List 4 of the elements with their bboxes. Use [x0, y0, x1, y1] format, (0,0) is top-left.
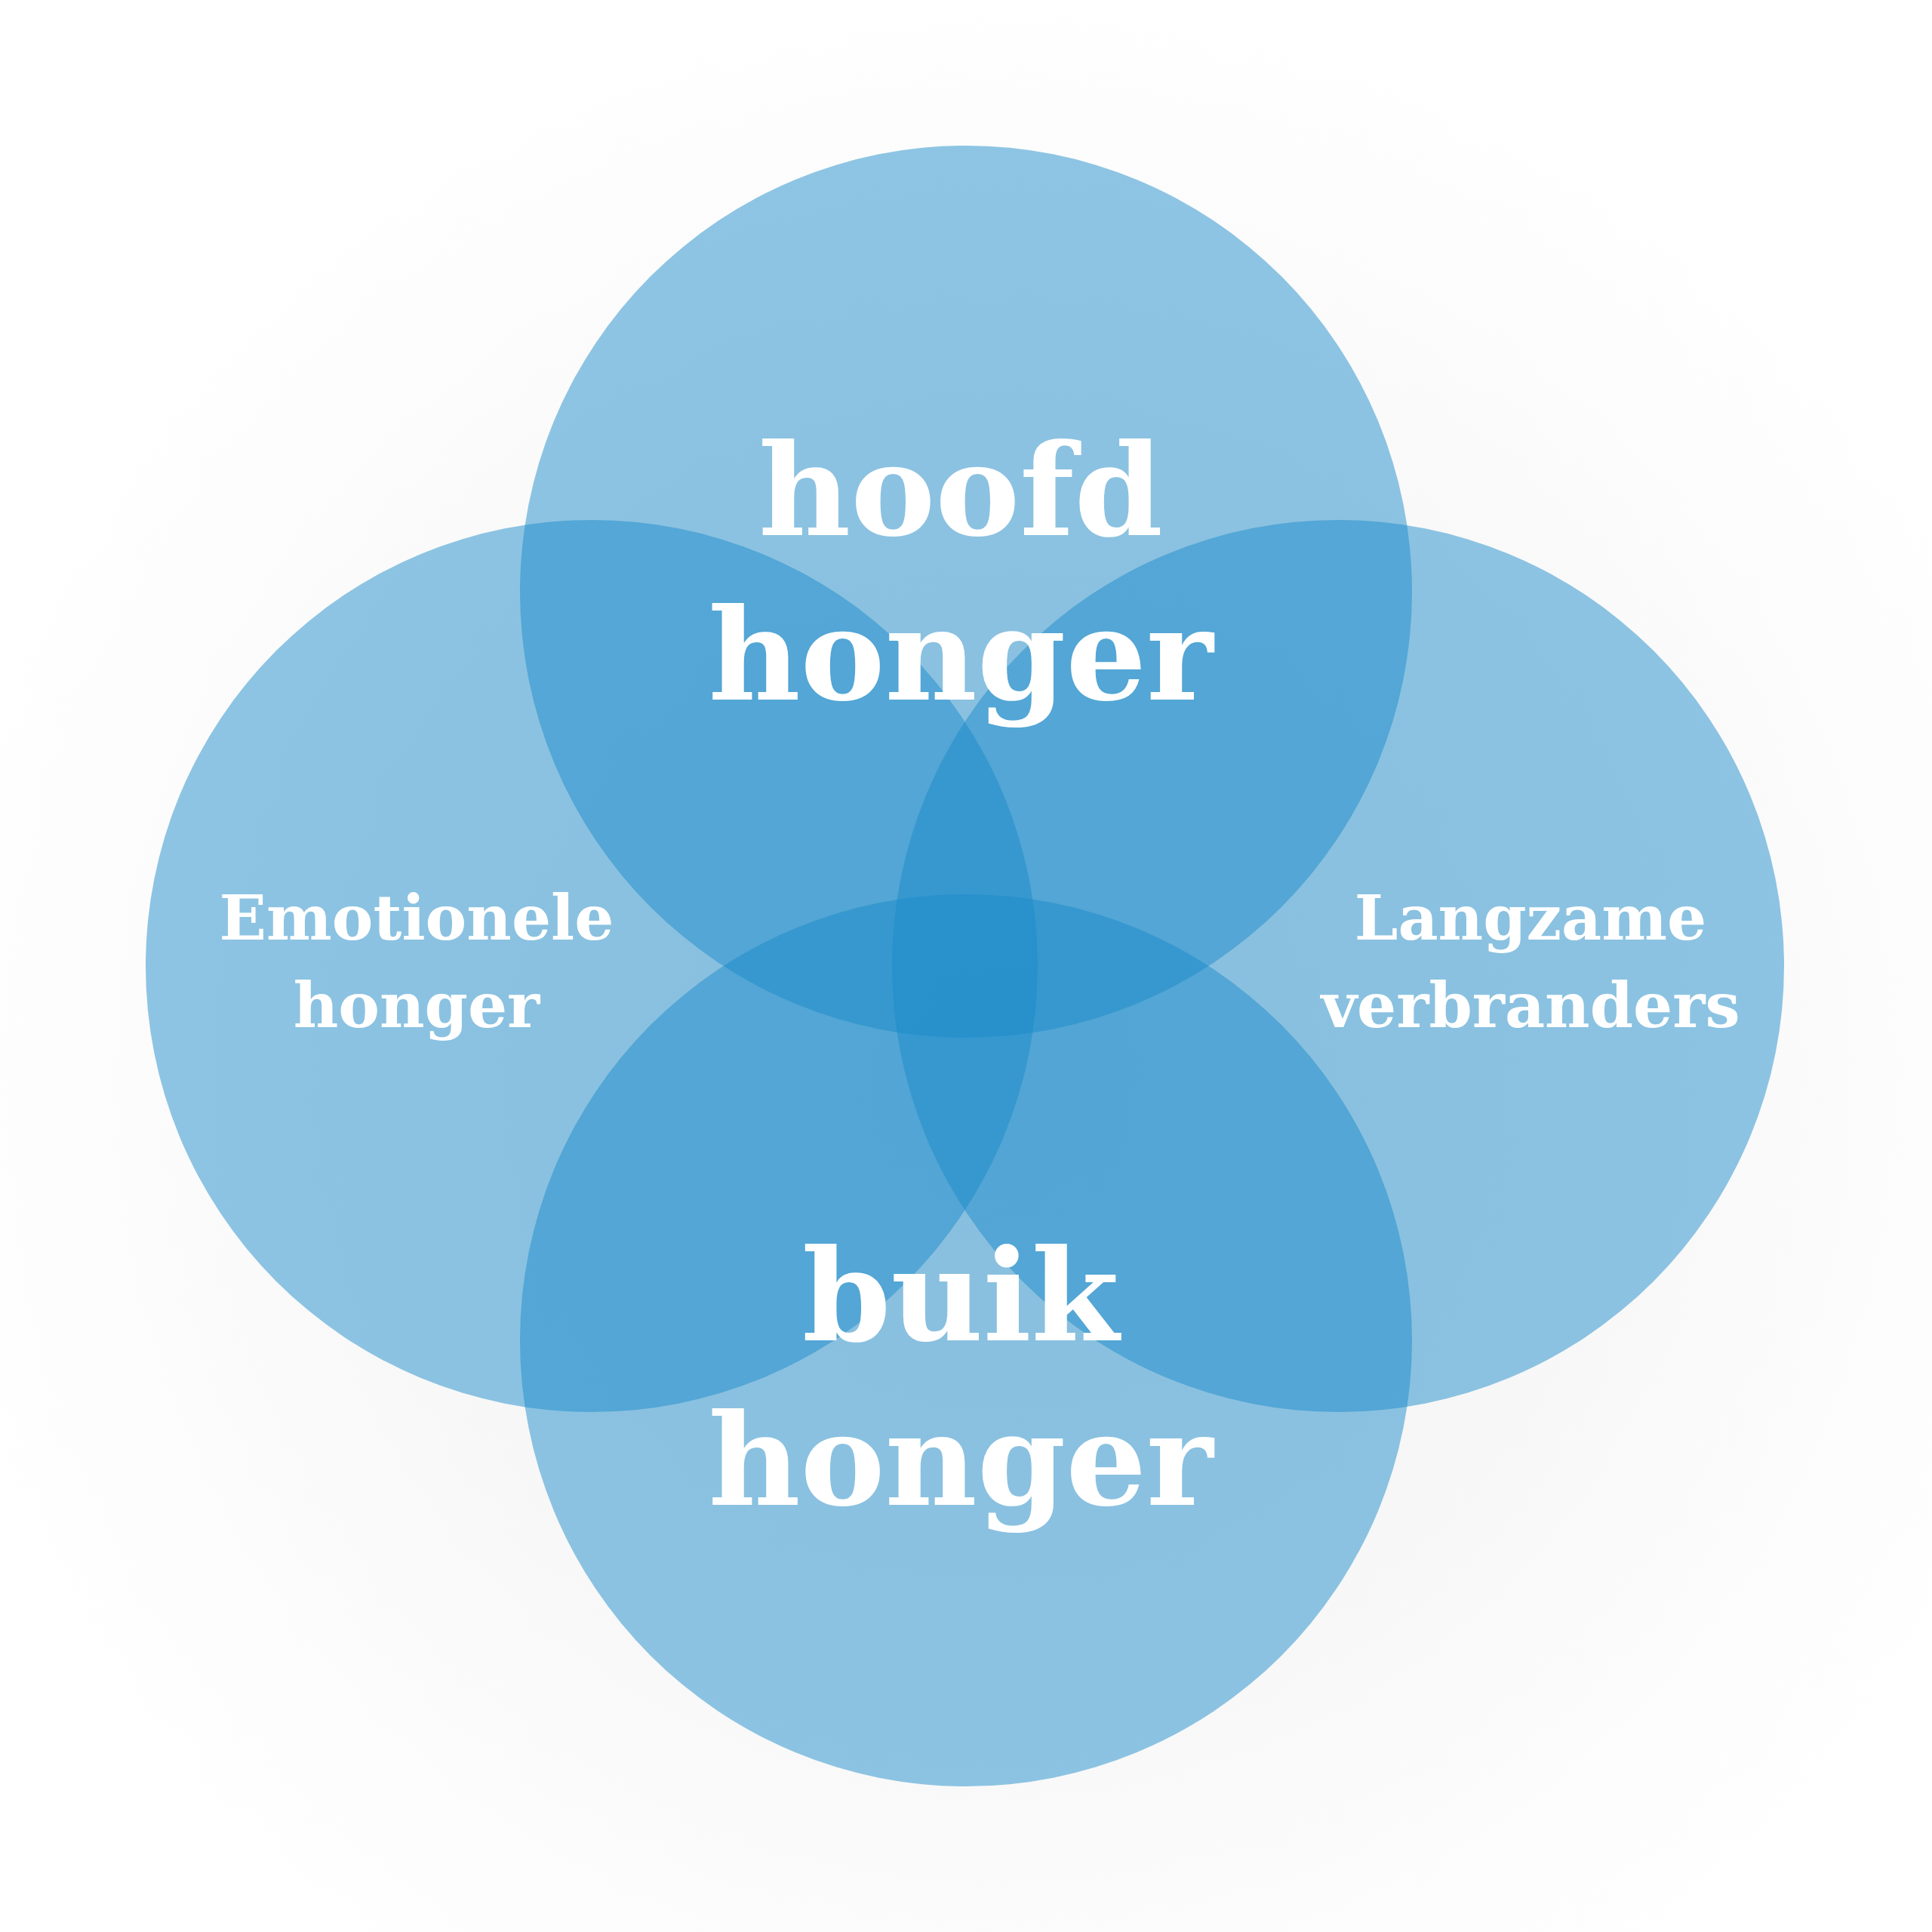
circle-label: Emotionele honger: [219, 880, 614, 1043]
circle-label: Langzame verbranders: [1321, 880, 1740, 1043]
circle-label: hoofd honger: [708, 414, 1214, 731]
circle-label: buik honger: [708, 1220, 1214, 1537]
